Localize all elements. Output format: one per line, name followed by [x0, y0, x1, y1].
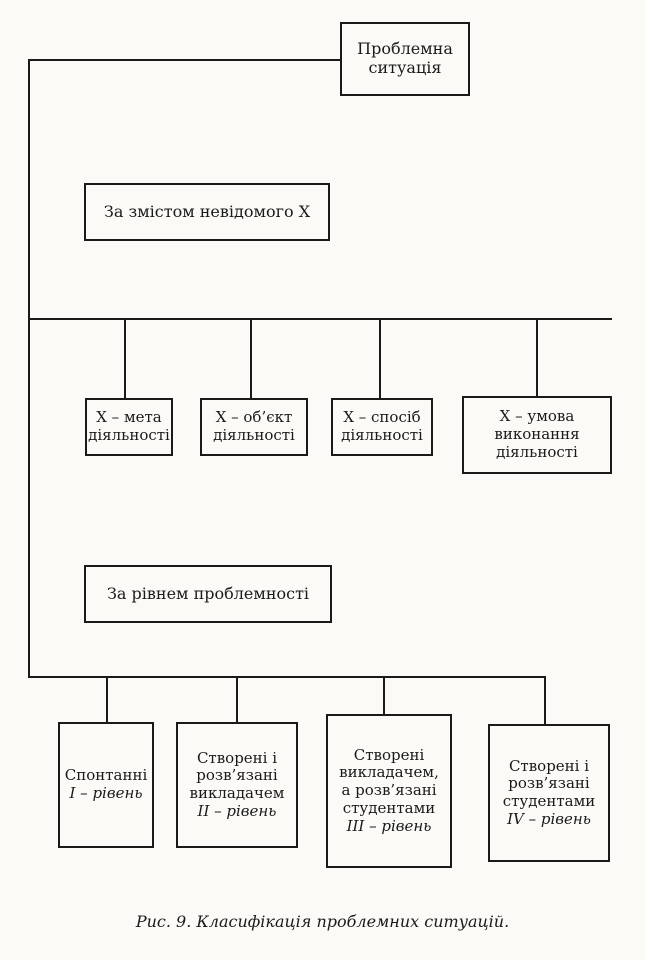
- level-item-line: а розв’язані: [341, 781, 437, 800]
- content-item-line: діяльності: [496, 442, 578, 461]
- root-line-1: Проблемна: [357, 39, 453, 59]
- content-item-goal: Х – мета діяльності: [85, 398, 173, 456]
- level-drop-3: [383, 676, 385, 716]
- level-item-line: Створені і: [196, 748, 278, 767]
- level-item-line: Створені: [353, 745, 425, 764]
- content-item-line: діяльності: [213, 426, 295, 444]
- group-content-label: За змістом невідомого Х: [103, 201, 311, 221]
- level-item-rank: II – рівень: [197, 801, 277, 820]
- level-branch-line: [28, 676, 546, 678]
- level-item-3: Створені викладачем, а розв’язані студен…: [326, 714, 452, 868]
- content-item-line: Х – об’єкт: [215, 408, 293, 427]
- content-item-line: діяльності: [88, 426, 170, 444]
- level-drop-1: [106, 676, 108, 724]
- root-line-2: ситуація: [368, 58, 442, 77]
- main-vertical-connector: [28, 59, 30, 678]
- level-item-line: студентами: [502, 792, 596, 810]
- content-item-line: діяльності: [341, 426, 423, 444]
- level-item-rank: I – рівень: [69, 784, 143, 802]
- level-item-4: Створені і розв’язані студентами IV – рі…: [488, 724, 610, 862]
- content-item-line: виконання: [494, 425, 580, 444]
- level-item-line: викладачем: [189, 784, 285, 802]
- group-level-label: За рівнем проблемності: [106, 583, 310, 603]
- content-item-line: Х – мета: [96, 408, 162, 427]
- level-item-2: Створені і розв’язані викладачем II – рі…: [176, 722, 298, 848]
- root-horizontal-connector: [28, 59, 340, 61]
- level-drop-4: [544, 676, 546, 726]
- content-branch-line: [28, 318, 612, 320]
- group-content-node: За змістом невідомого Х: [84, 183, 330, 241]
- content-drop-2: [250, 318, 252, 400]
- level-item-rank: IV – рівень: [507, 809, 591, 828]
- level-item-1: Спонтанні I – рівень: [58, 722, 154, 848]
- content-item-object: Х – об’єкт діяльності: [200, 398, 308, 456]
- level-item-rank: III – рівень: [346, 816, 432, 835]
- content-item-line: Х – спосіб: [343, 408, 421, 427]
- content-item-condition: Х – умова виконання діяльності: [462, 396, 612, 474]
- content-item-method: Х – спосіб діяльності: [331, 398, 433, 456]
- level-item-line: розв’язані: [508, 774, 590, 793]
- content-item-line: Х – умова: [499, 407, 575, 426]
- group-level-node: За рівнем проблемності: [84, 565, 332, 623]
- level-item-line: Спонтанні: [64, 766, 148, 785]
- figure-caption: Рис. 9. Класифікація проблемних ситуацій…: [135, 912, 510, 931]
- root-node: Проблемна ситуація: [340, 22, 470, 96]
- level-item-line: розв’язані: [196, 766, 278, 785]
- content-drop-1: [124, 318, 126, 400]
- level-drop-2: [236, 676, 238, 724]
- content-drop-3: [379, 318, 381, 400]
- level-item-line: Створені і: [508, 756, 590, 775]
- content-drop-4: [536, 318, 538, 398]
- level-item-line: студентами: [342, 798, 436, 817]
- level-item-line: викладачем,: [339, 763, 439, 782]
